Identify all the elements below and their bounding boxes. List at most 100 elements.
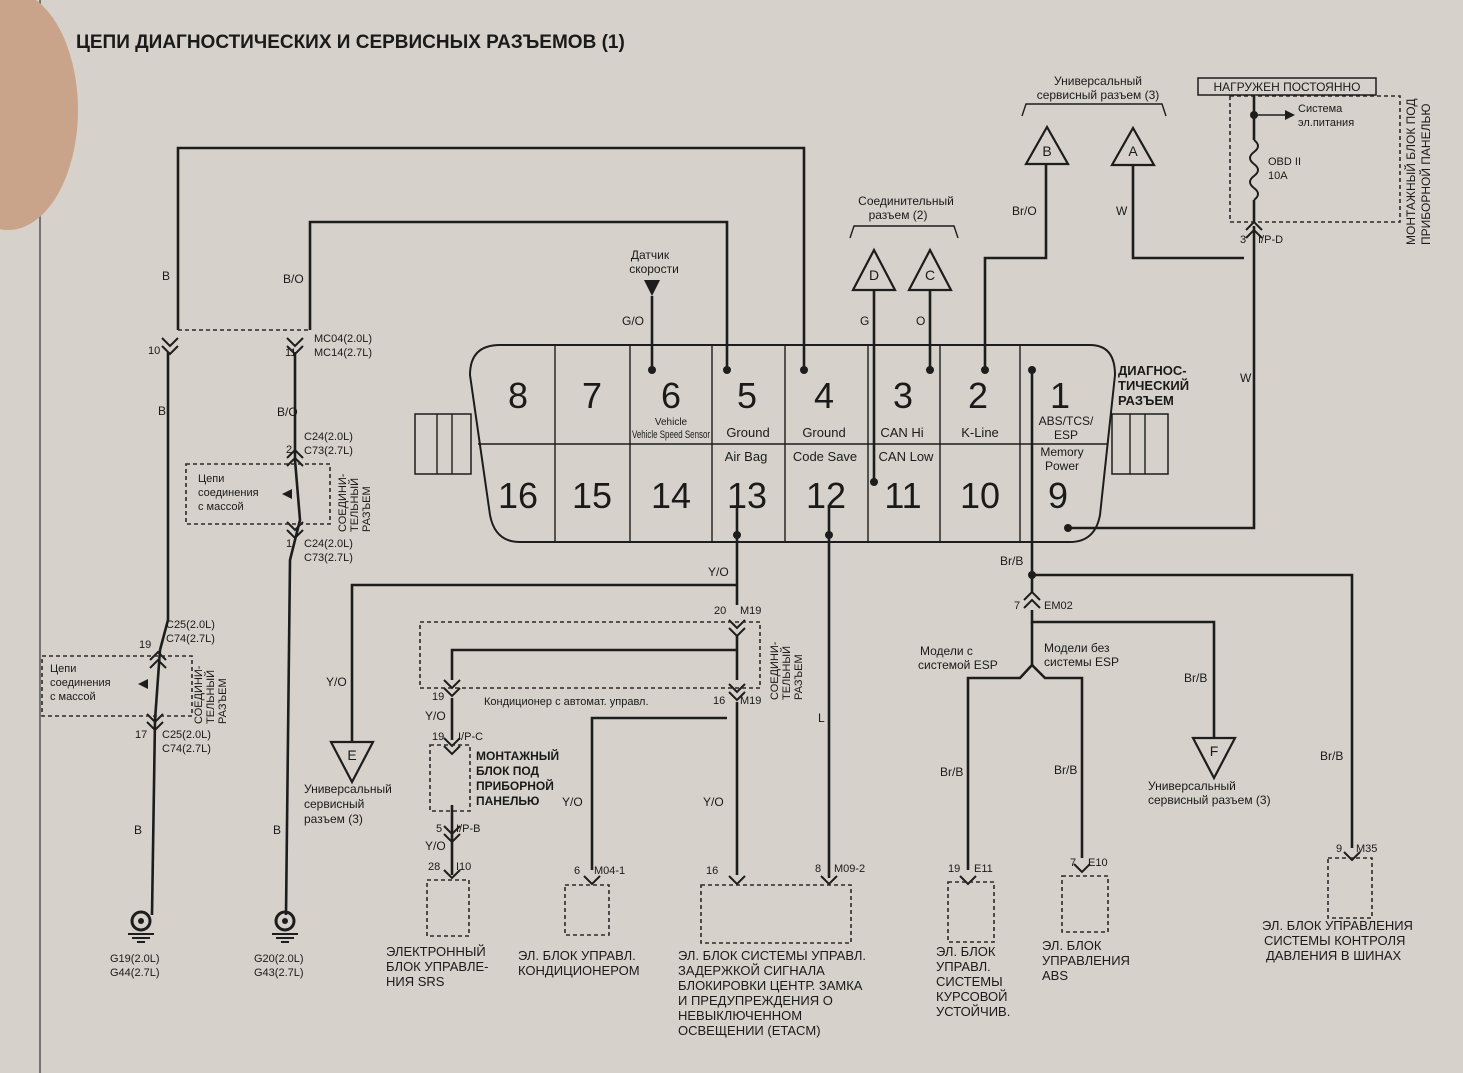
connector-left-latch: [414, 413, 472, 475]
wire-brb-tpms: [1032, 573, 1354, 848]
pin-10: 10: [148, 345, 160, 357]
power-system-1: Система: [1298, 103, 1343, 115]
wire-color-yo-5: Y/O: [703, 795, 724, 809]
pin-8-number: 8: [508, 375, 528, 416]
diag-connector-name-3: РАЗЪЕМ: [1118, 393, 1174, 408]
etacm-unit-6: ОСВЕЩЕНИИ (ETACM): [678, 1023, 821, 1038]
pin-6-label: Vehicle Speed Sensor: [632, 429, 710, 441]
connector-a-letter: A: [1128, 143, 1138, 159]
pin-9-number: 9: [1048, 475, 1068, 516]
fuse-label-2: 10A: [1268, 170, 1288, 182]
pin-20: 20: [714, 605, 726, 617]
conn2-label-2: разъем (2): [869, 208, 928, 222]
g19: G19(2.0L): [110, 953, 160, 965]
pin-6-label-a: Vehicle: [655, 417, 688, 428]
univ3-e-2: сервисный: [304, 797, 364, 811]
wire-color-o: O: [916, 314, 925, 328]
esp-unit-5: УСТОЙЧИВ.: [936, 1004, 1010, 1019]
m04: M04-1: [594, 865, 625, 877]
wire-color-b-3: B: [134, 823, 142, 837]
pin-19d: 19: [948, 863, 960, 875]
pin-2-number: 2: [968, 375, 988, 416]
ground-arrow-2: [138, 679, 148, 689]
dashed-boxes: [41, 95, 1401, 944]
univ3-f-1: Универсальный: [1148, 779, 1236, 793]
univ3-label-1: Универсальный: [1054, 74, 1142, 88]
wire-color-b-2: B: [158, 404, 166, 418]
wire-color-w-2: W: [1240, 371, 1252, 385]
pin-1-label-b: ESP: [1054, 428, 1078, 442]
srs-unit-3: НИЯ SRS: [386, 974, 445, 989]
pin-5-number: 5: [737, 375, 757, 416]
joint-conn-2c: РАЗЪЕМ: [217, 678, 229, 724]
ground-g20: [272, 910, 298, 943]
diag-connector-name-2: ТИЧЕСКИЙ: [1118, 378, 1189, 393]
joint-conn-1b: ТЕЛЬНЫЙ: [348, 478, 361, 532]
c74-b: C74(2.7L): [162, 743, 211, 755]
esp-unit-1: ЭЛ. БЛОК: [936, 944, 996, 959]
pin-16b: 16: [706, 865, 718, 877]
pin-11: 11: [285, 347, 296, 359]
page-title: ЦЕПИ ДИАГНОСТИЧЕСКИХ И СЕРВИСНЫХ РАЗЪЕМО…: [76, 32, 625, 53]
header-right-box: [1197, 77, 1377, 96]
joint-conn-3b: ТЕЛЬНЫЙ: [780, 646, 793, 700]
pin-8b: 8: [815, 863, 821, 875]
connector-b-triangle: [1024, 124, 1070, 166]
wire-brb-f: [1030, 610, 1216, 738]
pin-11-label: CAN Low: [879, 449, 935, 464]
ipc-label: I/P-C: [458, 731, 483, 743]
wire-color-bo-1: B/O: [283, 272, 304, 286]
ipd-pin: 3: [1240, 234, 1246, 246]
ground-conn-1b: соединения: [198, 487, 259, 499]
etacm-unit-1: ЭЛ. БЛОК СИСТЕМЫ УПРАВЛ.: [678, 948, 866, 963]
labels: НАГРУЖЕН ПОСТОЯННО Универсальный сервисн…: [50, 74, 1433, 1038]
pin-28: 28: [428, 861, 440, 873]
wire-color-yo-1: Y/O: [708, 565, 729, 579]
aircon-auto-label: Кондиционер с автомат. управл.: [484, 696, 649, 708]
joint-conn-2a: СОЕДИНИ-: [193, 665, 205, 724]
esp-unit-4: КУРСОВОЙ: [936, 989, 1007, 1004]
connector-c-letter: C: [925, 267, 935, 283]
ground-g19: [128, 910, 154, 943]
ground-conn-2c: с массой: [50, 691, 96, 703]
tpms-unit-box: [1327, 857, 1373, 919]
connector-e-letter: E: [347, 747, 356, 763]
diag-connector-name-1: ДИАГНОС-: [1118, 363, 1187, 378]
wire-color-b-1: B: [162, 269, 170, 283]
c74-a: C74(2.7L): [166, 633, 215, 645]
conn2-label-1: Соединительный: [858, 194, 954, 208]
wire-color-yo-4: Y/O: [562, 795, 583, 809]
diagnostic-connector: 8 7 6 5 4 3 2 1 Vehicle Vehicle Speed Se…: [414, 344, 1189, 543]
wire-pin5-ground: [308, 220, 729, 370]
e11: E11: [974, 863, 993, 875]
wire-yo-aircon: [590, 716, 727, 870]
pin-9b: 9: [1336, 843, 1342, 855]
wire-color-g: G: [860, 314, 869, 328]
mount-block-vertical-2: ПРИБОРНОЙ ПАНЕЛЬЮ: [1418, 104, 1433, 245]
wire-color-w-1: W: [1116, 204, 1128, 218]
wire-kline: [983, 165, 1048, 370]
connector-f-letter: F: [1210, 743, 1219, 759]
speed-sensor-label-2: скорости: [629, 262, 679, 276]
etacm-unit-3: БЛОКИРОВКИ ЦЕНТР. ЗАМКА: [678, 978, 863, 993]
m19-b: M19: [740, 695, 761, 707]
m19-a: M19: [740, 605, 761, 617]
pin-9-label: Memory: [1040, 445, 1083, 459]
aircon-unit-1: ЭЛ. БЛОК УПРАВЛ.: [518, 948, 636, 963]
ground-conn-1a: Цепи: [198, 473, 224, 485]
wire-color-yo-6: Y/O: [425, 839, 446, 853]
connector-d-letter: D: [869, 267, 879, 283]
wire-w-a: [1131, 165, 1244, 260]
without-esp-2: системы ESP: [1044, 655, 1119, 669]
wire-color-go: G/O: [622, 314, 644, 328]
univ3-label-2: сервисный разъем (3): [1037, 88, 1160, 102]
etacm-unit-5: НЕВЫКЛЮЧЕННОМ: [678, 1008, 802, 1023]
wire-color-yo-2: Y/O: [326, 675, 347, 689]
wire-color-brb-1: Br/B: [1000, 554, 1023, 568]
joint-conn-3c: РАЗЪЕМ: [793, 654, 805, 700]
i10-label: I10: [456, 861, 471, 873]
without-esp-1: Модели без: [1044, 641, 1110, 655]
tpms-unit-2: СИСТЕМЫ КОНТРОЛЯ: [1264, 933, 1405, 948]
wire-color-brb-4: Br/B: [1054, 763, 1077, 777]
connector-right-latch: [1111, 413, 1169, 475]
